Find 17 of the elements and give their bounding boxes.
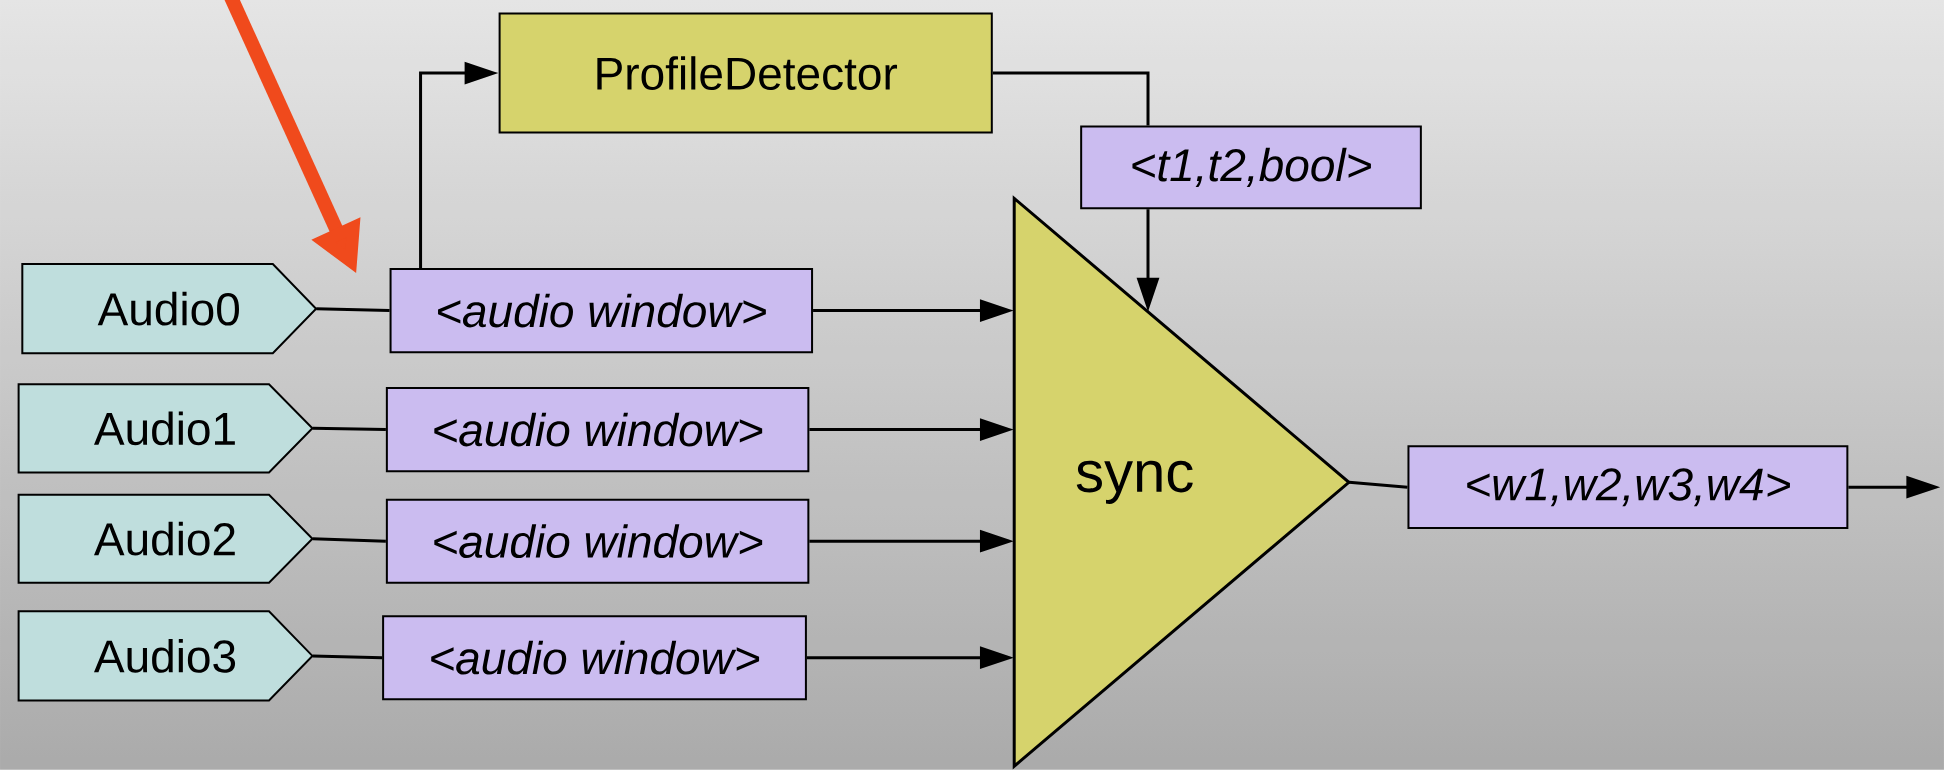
process-box: <audio window> — [382, 615, 807, 701]
signal-pentagon: Audio0 — [21, 263, 318, 355]
connector-line — [312, 654, 383, 660]
process-box: <t1,t2,bool> — [1080, 125, 1422, 210]
connector-line — [1348, 480, 1408, 489]
connector-line — [992, 71, 1150, 126]
signal-pentagon: Audio3 — [17, 610, 314, 702]
process-box: <audio window> — [389, 268, 814, 354]
connector-line — [312, 537, 386, 543]
process-box: <w1,w2,w3,w4> — [1407, 445, 1849, 530]
signal-pentagon: Audio2 — [17, 493, 314, 584]
process-box: <audio window> — [385, 387, 810, 473]
signal-pentagon: Audio1 — [17, 383, 314, 474]
connector-line — [316, 307, 390, 313]
process-box: <audio window> — [385, 498, 810, 584]
process-box: ProfileDetector — [498, 12, 993, 134]
connector-line — [312, 426, 386, 432]
